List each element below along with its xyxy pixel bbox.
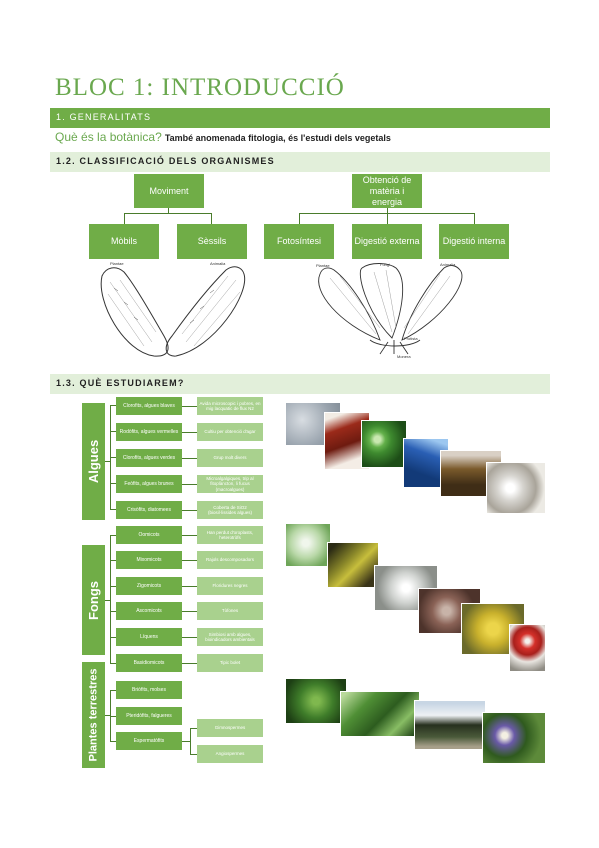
fongs-desc: Simbiosi amb algues, bioindicadors ambie… [197, 628, 263, 646]
algues-item: Clorofits, algues verdes [116, 449, 182, 467]
connector [211, 213, 212, 224]
mobils-box: Mòbils [89, 224, 159, 259]
fongs-desc: Tipic bolet [197, 654, 263, 672]
algues-item: Rodòfits, algues vermelles [116, 423, 182, 441]
connector [124, 213, 125, 224]
section-header-generalitats: 1. GENERALITATS [50, 108, 550, 128]
sketch-label: Plantae [316, 263, 330, 268]
sketch-label: Plantae [110, 261, 124, 266]
moviment-box: Moviment [134, 174, 204, 208]
fongs-item: Líquens [116, 628, 182, 646]
definition-answer: També anomenada fitologia, és l'estudi d… [164, 133, 391, 143]
group-algues: Algues [82, 403, 105, 520]
algues-item: Clorofits, algues blaves [116, 397, 182, 415]
fongs-item: Oomicots [116, 526, 182, 544]
gimnospermes-box: Gimnospermes [197, 719, 263, 737]
pine-tree-photo [414, 700, 486, 750]
algues-desc: Coberta de SiO2 (biosil·lissides algues) [197, 501, 263, 519]
algues-desc: Microalgalgiques, trip al fitoplàncton, … [197, 475, 263, 493]
fongs-item: Ascomicots [116, 602, 182, 620]
page-title: BLOC 1: INTRODUCCIÓ [55, 74, 345, 101]
connector [124, 213, 212, 214]
section-header-label: 1.3. QUÈ ESTUDIAREM? [56, 378, 185, 388]
section-header-classificacio: 1.2. CLASSIFICACIÓ DELS ORGANISMES [50, 152, 550, 172]
algues-desc: Grup molt divers [197, 449, 263, 467]
amanita-photo [509, 624, 546, 672]
obtencio-box: Obtenció de matèria i energia [352, 174, 422, 208]
plantes-item: Briòfits, molses [116, 681, 182, 699]
sketch-label: Animalia [440, 262, 456, 267]
connector [474, 213, 475, 224]
connector [299, 213, 300, 224]
algues-item: Crisòfits, diatomees [116, 501, 182, 519]
connector [387, 213, 388, 224]
fongs-desc: Tòfones [197, 602, 263, 620]
fongs-item: Zigomicots [116, 577, 182, 595]
slime-mold-photo [327, 542, 379, 588]
section-header-que-estudiarem: 1.3. QUÈ ESTUDIAREM? [50, 374, 550, 394]
plantes-item: Pteridòfits, falgueres [116, 707, 182, 725]
sketch-label: Animalia [210, 261, 226, 266]
fongs-desc: Han perdut d'oroplasts, heterotròfs [197, 526, 263, 544]
digestio-interna-box: Digestió interna [439, 224, 509, 259]
violet-flowers-photo [482, 712, 546, 764]
fern-photo [340, 691, 420, 737]
sketch-label: Monera [397, 354, 411, 359]
angiospermes-box: Angiospermes [197, 745, 263, 763]
section-header-label: 1.2. CLASSIFICACIÓ DELS ORGANISMES [56, 156, 275, 166]
algues-item: Feòfits, algues brunes [116, 475, 182, 493]
definition-question: Què és la botànica? [55, 130, 162, 144]
fongs-desc: Floridures negres [197, 577, 263, 595]
connector [387, 208, 388, 213]
section-header-label: 1. GENERALITATS [56, 112, 152, 122]
oomycete-photo [285, 523, 331, 567]
sketch-label: Protista [404, 336, 418, 341]
algues-desc: Avida microscopic i pobres, en mig lacqu… [197, 397, 263, 415]
diatoms-photo [486, 462, 546, 514]
group-plantes: Plantes terrestres [82, 662, 105, 768]
fongs-item: Basidiomicots [116, 654, 182, 672]
two-kingdom-sketch [100, 266, 246, 357]
green-algae-photo [361, 420, 407, 468]
digestio-externa-box: Digestió externa [352, 224, 422, 259]
algues-desc: Cultiu per obtenció d'agar [197, 423, 263, 441]
fongs-desc: Rajols descomposadors [197, 551, 263, 569]
fotosintesi-box: Fotosíntesi [264, 224, 334, 259]
fongs-item: Mixomicots [116, 551, 182, 569]
moss-photo [285, 678, 347, 724]
connector [168, 208, 169, 213]
sessils-box: Sèssils [177, 224, 247, 259]
sketch-label: Fungi [380, 262, 391, 267]
group-fongs: Fongs [82, 545, 105, 655]
botany-definition: Què és la botànica? També anomenada fito… [55, 130, 391, 144]
five-kingdom-sketch [318, 263, 463, 355]
plantes-item: Espermatòfits [116, 732, 182, 750]
